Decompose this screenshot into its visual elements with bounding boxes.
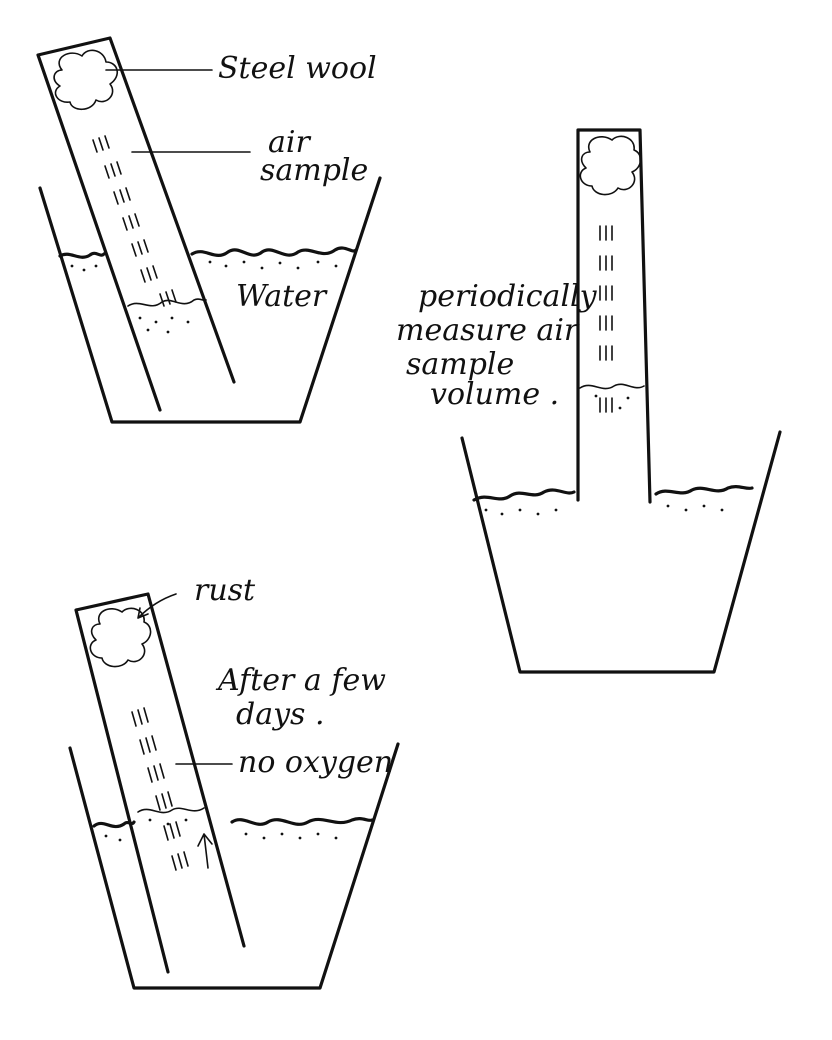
panel-after-days: rust After a few days . no oxygen (68, 573, 400, 990)
water-surface-2-right (654, 484, 754, 496)
panel-measure: periodically measure air sample volume . (396, 128, 782, 674)
rust-arrow (137, 593, 177, 619)
label-periodically: periodically (418, 279, 598, 314)
label-volume: volume . (430, 377, 559, 412)
label-after-a-few: After a few (215, 663, 386, 698)
label-sample: sample (260, 153, 368, 188)
tube-1-scale (92, 135, 177, 307)
water-surface-3-left (92, 820, 136, 829)
steel-wool-2 (579, 135, 642, 196)
tube-1 (36, 36, 236, 412)
label-rust: rust (194, 573, 256, 608)
tube-3-water-level (137, 807, 205, 814)
steel-wool-1 (53, 49, 118, 111)
rise-arrow (197, 833, 213, 869)
water-dots-2 (484, 394, 724, 516)
tube-3-scale (131, 707, 189, 871)
label-days: days . (236, 697, 325, 732)
water-surface-2-left (472, 488, 576, 502)
tube-3 (74, 592, 246, 974)
label-water: Water (236, 279, 328, 314)
water-dots-3 (104, 818, 338, 842)
label-steel-wool: Steel wool (218, 51, 377, 86)
label-no-oxygen: no oxygen (238, 745, 393, 780)
beaker-3 (68, 742, 400, 990)
tube-1-water-level (127, 298, 207, 307)
beaker-1 (38, 176, 382, 424)
label-air: air (268, 125, 311, 160)
water-dots-1 (70, 260, 338, 334)
water-surface-1-left (58, 251, 106, 259)
water-surface-3-right (230, 816, 374, 826)
tube-2 (576, 128, 652, 504)
rust-blob (89, 607, 152, 668)
beaker-2 (460, 430, 782, 674)
water-surface-1-right (190, 246, 358, 257)
tube-2-scale (599, 225, 613, 413)
label-measure-air: measure air (396, 313, 580, 348)
label-sample-2: sample (406, 347, 514, 382)
panel-initial-setup: Steel wool air sample Water (36, 36, 382, 424)
tube-2-water-level (579, 383, 645, 390)
